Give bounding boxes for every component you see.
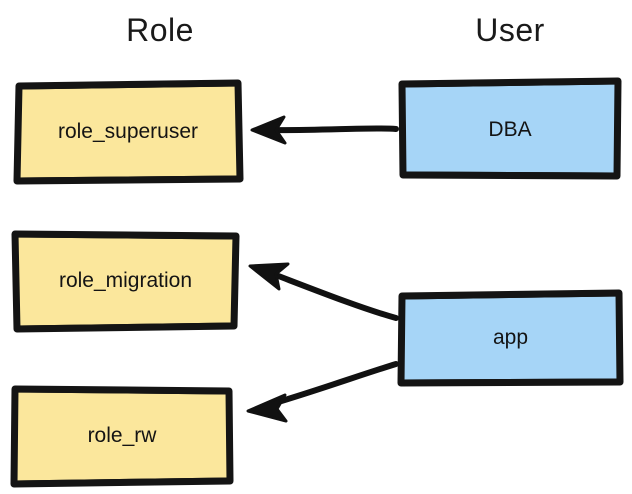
node-shape <box>11 230 240 333</box>
edge-dba-to-role-superuser <box>250 115 399 145</box>
edge-app-to-role-rw <box>246 361 399 423</box>
column-header-user: User <box>475 12 545 48</box>
column-header-role: Role <box>126 12 194 48</box>
node-shape <box>13 79 244 185</box>
node-shape <box>10 385 234 488</box>
edge-app-to-role-migration <box>248 262 399 321</box>
node-shape <box>398 77 622 180</box>
node-shape <box>397 289 624 387</box>
